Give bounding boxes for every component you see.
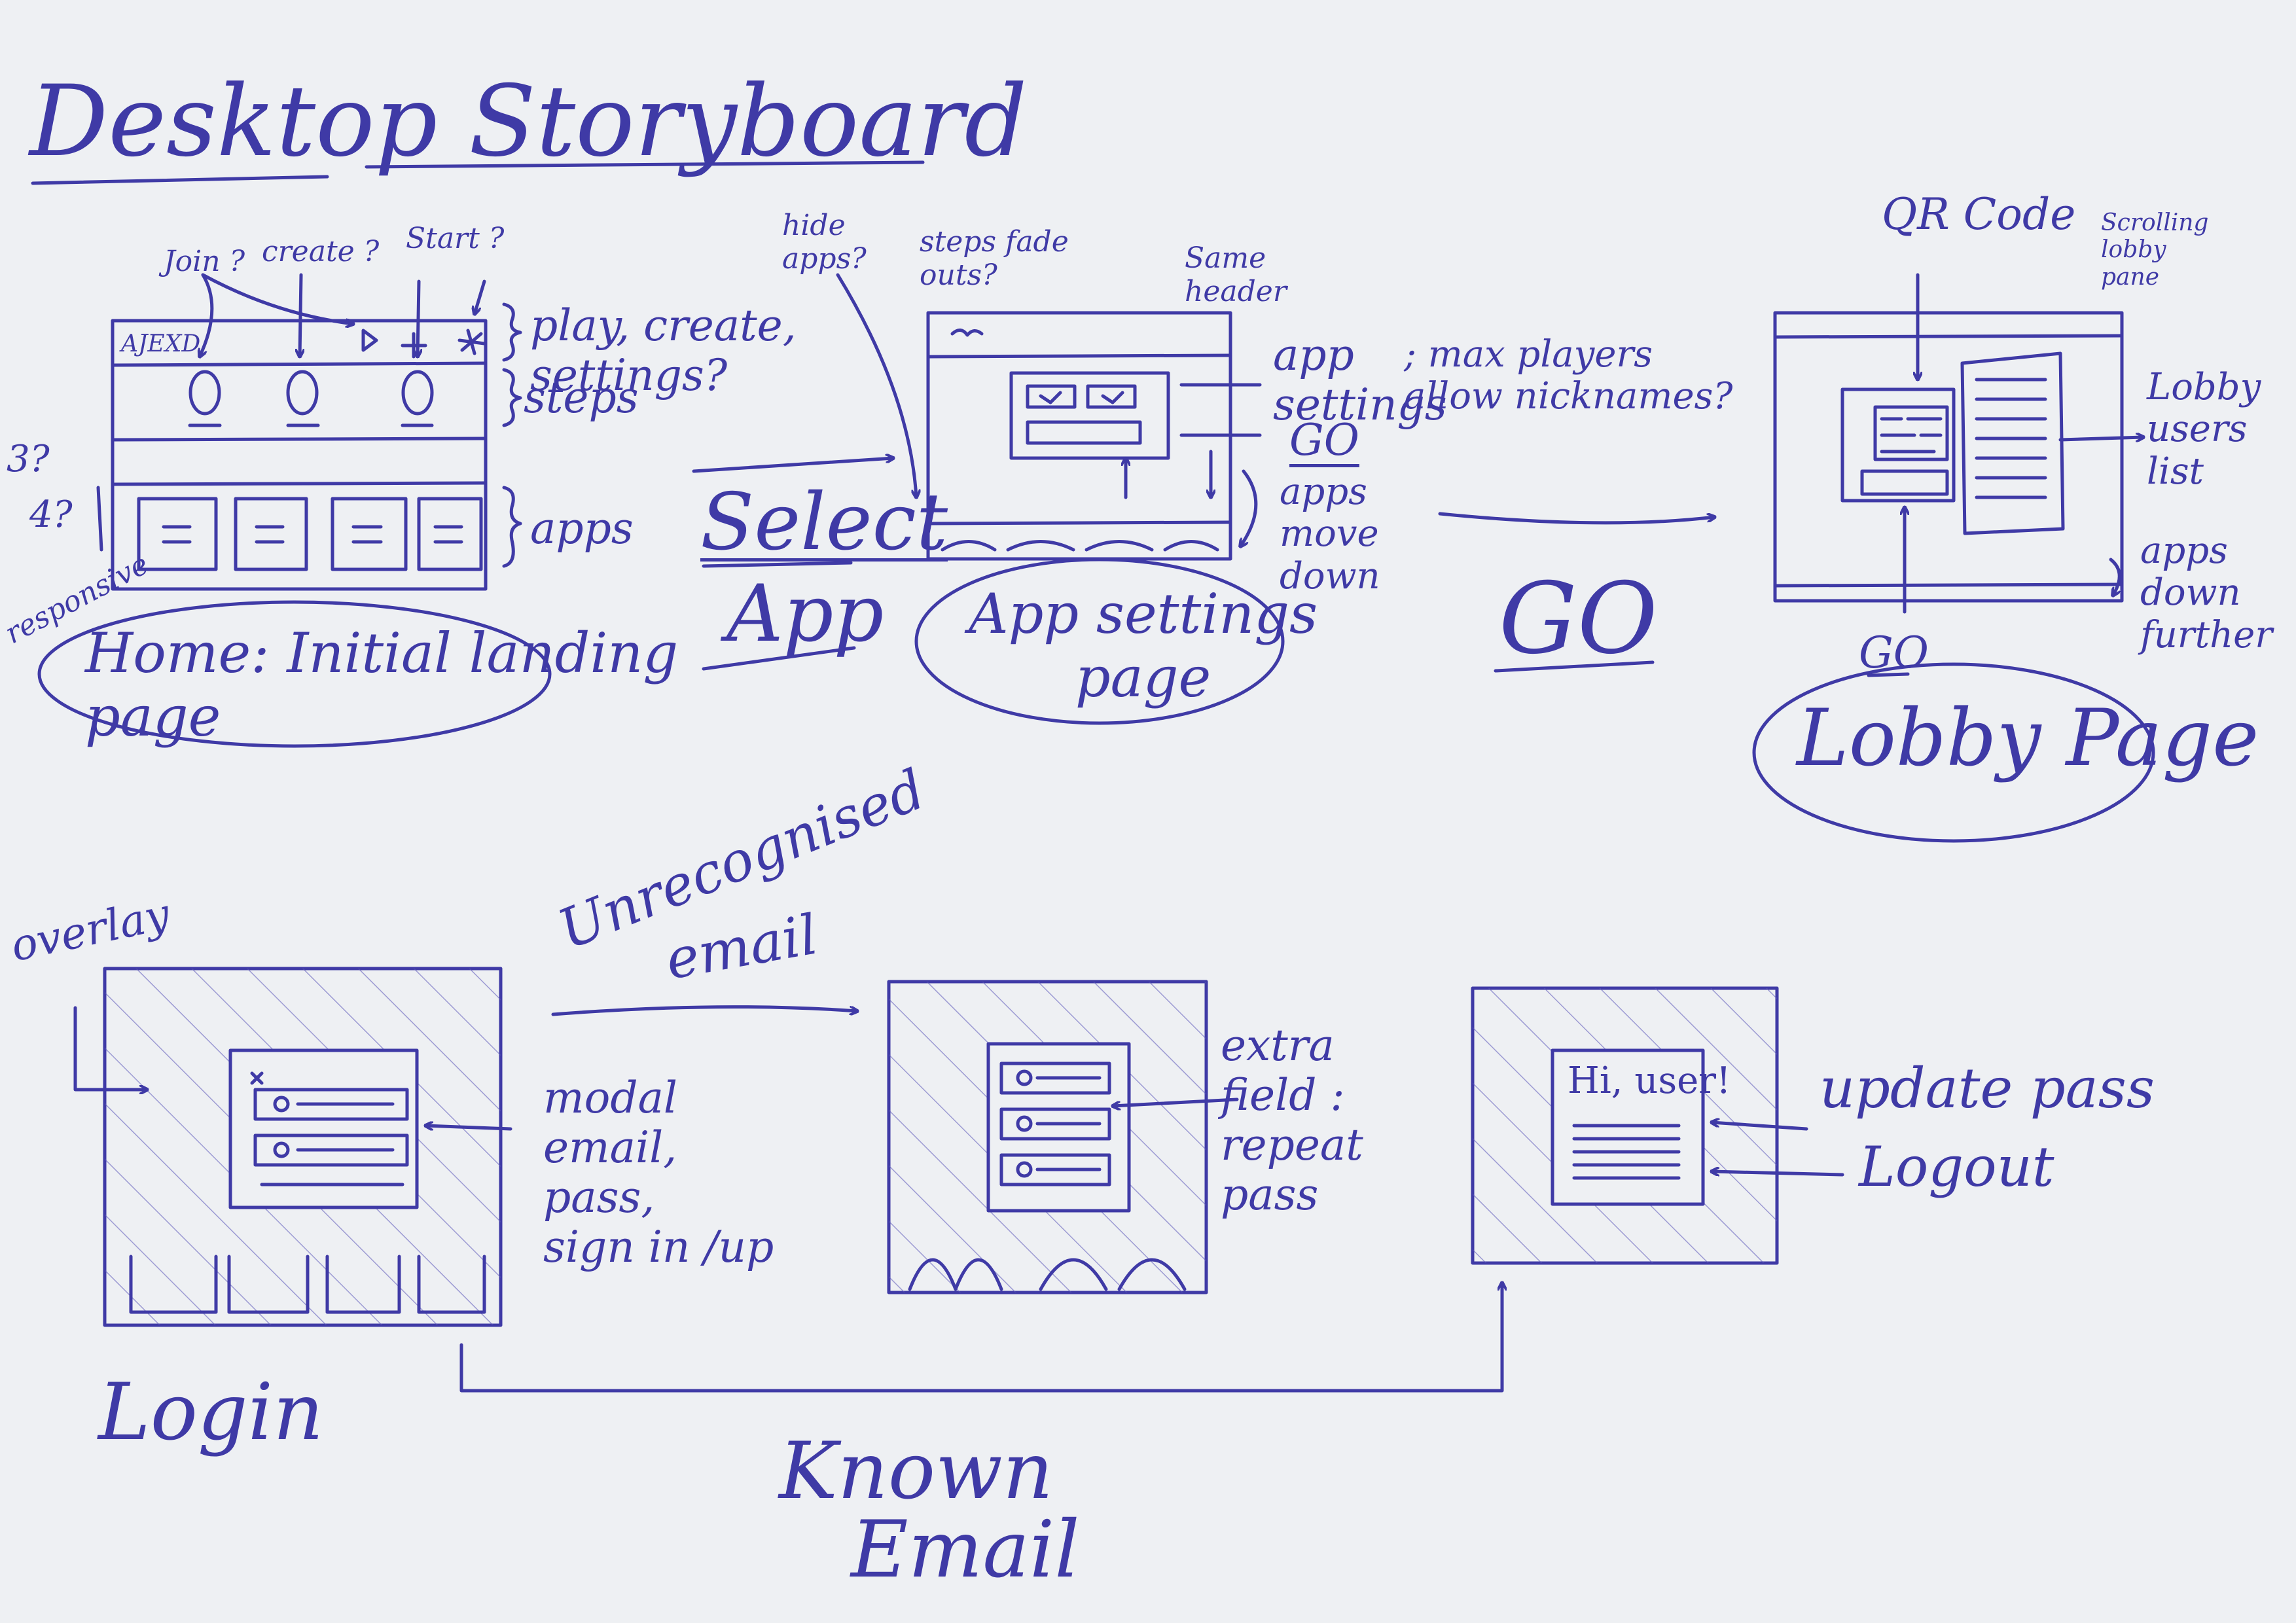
go-label: GO	[1499, 562, 1658, 676]
step-circles	[188, 370, 434, 427]
go-arrow	[1438, 512, 1715, 525]
note-max-players: ; max players allow nicknames?	[1404, 333, 1733, 418]
lobby-wireframe	[1752, 273, 2155, 843]
annot-join: Join ?	[164, 245, 245, 278]
annot-qr-code: QR Code	[1882, 189, 2076, 240]
app-settings-caption-ellipse	[914, 558, 1285, 725]
annot-scrolling-pane: Scrolling lobby pane	[2101, 209, 2209, 291]
register-wireframe	[887, 980, 1239, 1294]
annot-hide-apps: hide apps?	[782, 209, 867, 276]
note-modal: modal email, pass, sign in /up	[543, 1073, 774, 1272]
select-app-line2: App	[726, 569, 884, 660]
qr-code-icon	[1873, 405, 1949, 461]
title-underline	[31, 160, 925, 185]
select-app-arrow	[692, 458, 895, 473]
note-update-pass: update pass	[1820, 1056, 2155, 1120]
login-wireframe	[73, 967, 512, 1327]
note-apps-move: apps move down	[1280, 471, 1380, 597]
note-apps-down: apps down further	[2140, 529, 2273, 656]
note-steps: steps	[524, 372, 639, 423]
app-settings-wireframe	[836, 273, 1285, 725]
app-settings-caption: App settings page	[969, 582, 1318, 709]
known-email-line1: Known	[779, 1426, 1054, 1517]
note-header: play, create, settings?	[530, 300, 797, 401]
known-email-arrow	[459, 1281, 1502, 1393]
lobby-caption: Lobby Page	[1797, 693, 2259, 784]
side-3: 3?	[7, 438, 50, 480]
lobby-go: GO	[1859, 628, 1929, 678]
known-email-line2: Email	[851, 1505, 1080, 1596]
home-caption: Home: Initial landing page	[85, 621, 679, 749]
annot-create: create ?	[262, 235, 380, 268]
home-wireframe	[37, 273, 552, 748]
login-caption: Login	[98, 1367, 324, 1458]
unrecognised-arrow	[551, 1005, 859, 1016]
account-greeting: Hi, user!	[1568, 1060, 1731, 1102]
select-app-line1: Select	[700, 477, 948, 568]
home-caption-ellipse	[37, 600, 552, 748]
lobby-caption-ellipse	[1752, 662, 2155, 843]
home-logo: AJEXD	[121, 330, 201, 357]
side-4: 4?	[29, 493, 73, 536]
account-wireframe	[1471, 986, 1844, 1265]
annot-steps-fade: steps fade outs?	[920, 225, 1069, 292]
page-title: Desktop Storyboard	[29, 65, 1028, 179]
annot-same-header: Same header	[1185, 241, 1287, 308]
note-extra-field: extra field : repeat pass	[1221, 1020, 1363, 1220]
note-go: GO	[1289, 415, 1359, 465]
annot-start: Start ?	[406, 222, 505, 255]
note-apps: apps	[530, 503, 634, 554]
note-app-settings: app settings	[1273, 330, 1447, 430]
note-lobby-users: Lobby users list	[2147, 366, 2261, 493]
note-logout: Logout	[1859, 1135, 2054, 1199]
app-tiles	[137, 497, 483, 571]
